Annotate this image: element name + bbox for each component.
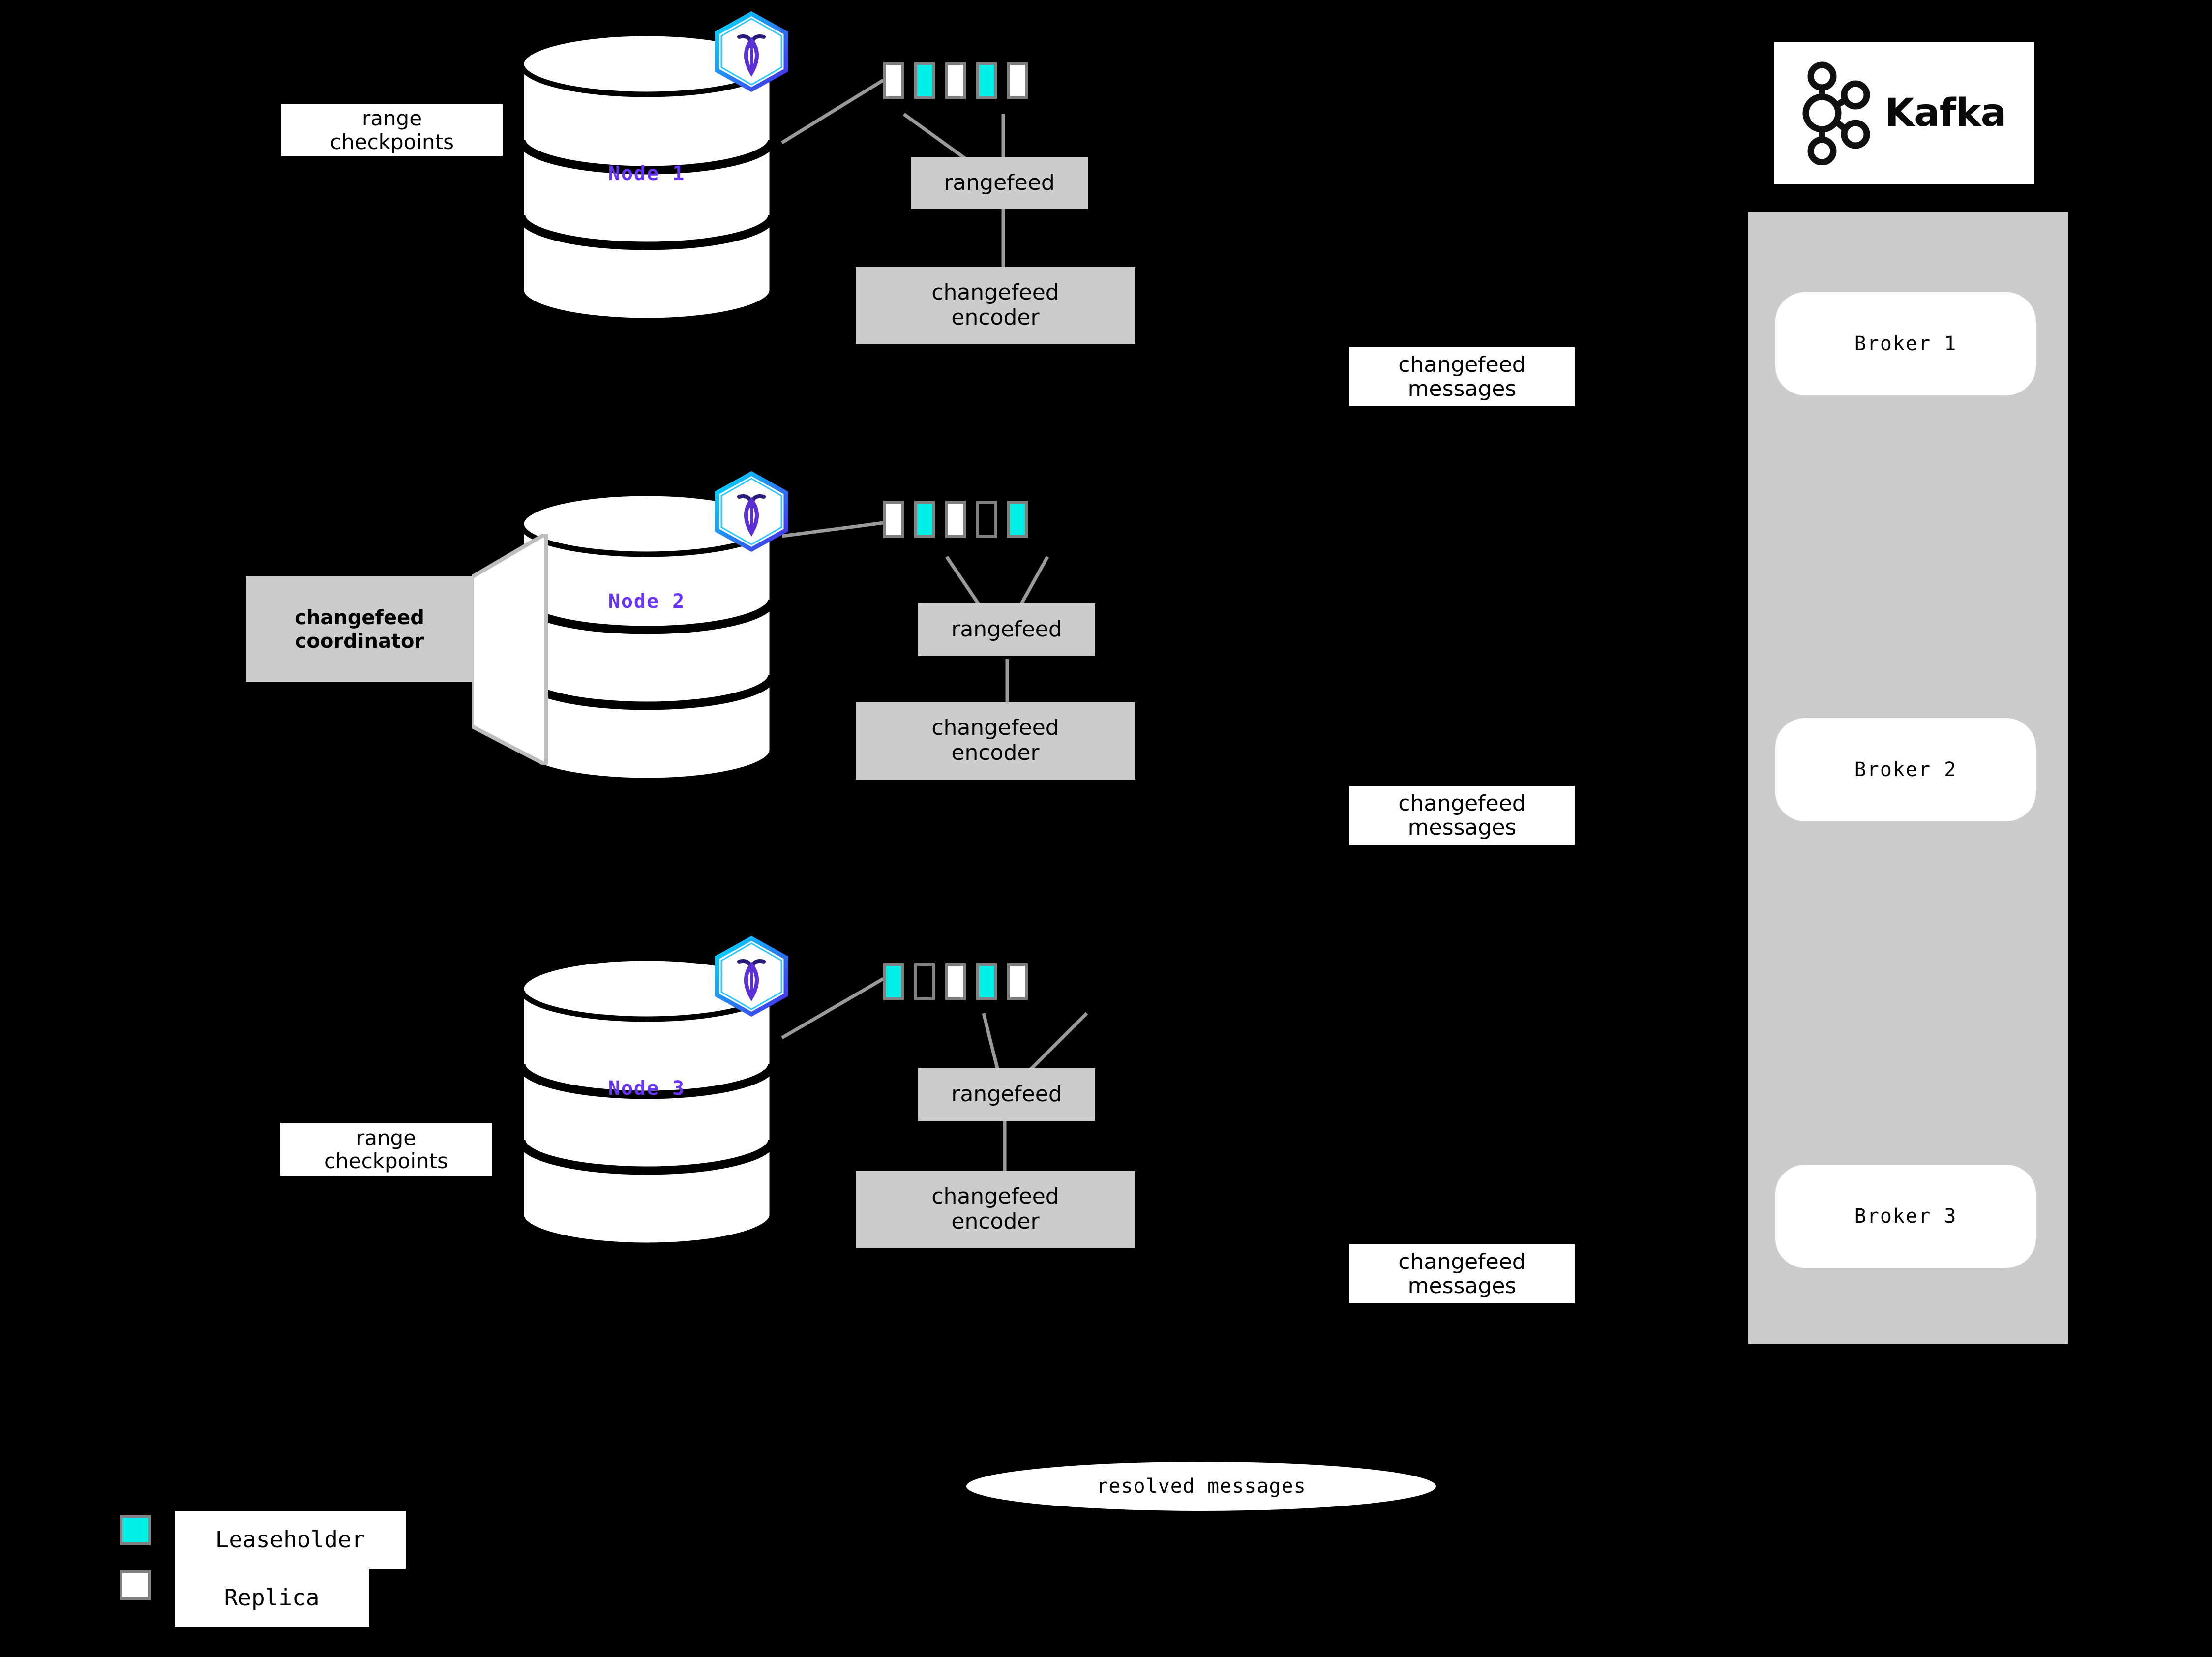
label-line-2: checkpoints [330,129,454,154]
label-line-1: range [356,1125,417,1150]
range-block[interactable] [883,62,904,99]
broker-label: Broker 1 [1854,332,1957,355]
cockroachdb-hexagon-icon [710,10,793,93]
node-2-label: Node 2 [608,590,686,613]
node-2-range-blocks [883,501,1028,538]
label-line-2: checkpoints [324,1149,448,1173]
cockroachdb-hexagon-icon [710,470,793,553]
node-2-cylinder: Node 2 [516,489,777,784]
encoder-label-line-1: changefeed [931,280,1059,305]
range-block[interactable] [1007,963,1028,1000]
broker-label: Broker 3 [1854,1205,1957,1228]
coordinator-label-line-2: coordinator [295,630,424,653]
node-2-changefeed-encoder-box[interactable]: changefeed encoder [856,702,1135,780]
rangefeed-label: rangefeed [951,617,1062,642]
resolved-messages-label: resolved messages [1096,1475,1306,1498]
legend-label-leaseholder: Leaseholder [175,1511,406,1569]
broker-2-box[interactable]: Broker 2 [1775,718,2036,821]
label-line-2: messages [1407,1273,1517,1298]
range-block[interactable] [976,501,997,538]
label-line-1: changefeed [1398,1249,1526,1274]
encoder-label-line-1: changefeed [931,715,1059,741]
broker-1-box[interactable]: Broker 1 [1775,292,2036,395]
label-line-2: messages [1407,815,1517,840]
legend-swatch-replica [120,1570,151,1600]
encoder-label-line-2: encoder [951,305,1040,330]
changefeed-coordinator-callout-flap [470,530,580,768]
broker-label: Broker 2 [1854,758,1957,781]
range-block[interactable] [883,501,904,538]
node-1-changefeed-encoder-box[interactable]: changefeed encoder [856,267,1135,344]
range-block[interactable] [976,963,997,1000]
range-block[interactable] [914,963,935,1000]
range-block[interactable] [945,963,966,1000]
coordinator-label-line-1: changefeed [295,606,424,629]
label-line-1: range [361,106,422,131]
changefeed-messages-label-2: changefeed messages [1349,786,1575,845]
legend-swatch-leaseholder [120,1515,151,1545]
range-block[interactable] [1007,501,1028,538]
node-3-range-checkpoints-label: range checkpoints [280,1123,492,1176]
node-1-range-checkpoints-label: range checkpoints [281,104,503,156]
changefeed-messages-label-3: changefeed messages [1349,1244,1575,1303]
node-1-range-blocks [883,62,1028,99]
range-block[interactable] [914,501,935,538]
changefeed-coordinator-box[interactable]: changefeed coordinator [246,576,473,682]
kafka-wordmark: Kafka [1884,91,2007,135]
rangefeed-label: rangefeed [944,170,1055,196]
broker-3-box[interactable]: Broker 3 [1775,1165,2036,1268]
node-3-cylinder: Node 3 [516,954,777,1249]
range-block[interactable] [976,62,997,99]
node-3-changefeed-encoder-box[interactable]: changefeed encoder [856,1171,1135,1248]
node-1-label: Node 1 [608,162,686,185]
rangefeed-label: rangefeed [951,1082,1062,1107]
range-block[interactable] [945,501,966,538]
legend-label-replica: Replica [175,1569,369,1627]
legend-text: Replica [224,1584,320,1611]
range-block[interactable] [914,62,935,99]
node-1-cylinder: Node 1 [516,30,777,325]
encoder-label-line-2: encoder [951,1209,1040,1234]
encoder-label-line-2: encoder [951,740,1040,765]
encoder-label-line-1: changefeed [931,1184,1059,1209]
legend-text: Leaseholder [215,1526,365,1553]
kafka-nodes-icon [1802,61,1876,166]
range-block[interactable] [1007,62,1028,99]
node-2-rangefeed-box[interactable]: rangefeed [918,603,1095,656]
resolved-messages-pill[interactable]: resolved messages [966,1462,1436,1511]
kafka-logo: Kafka [1774,42,2034,184]
range-block[interactable] [883,963,904,1000]
label-line-1: changefeed [1398,790,1526,816]
label-line-1: changefeed [1398,352,1526,377]
node-1-rangefeed-box[interactable]: rangefeed [911,157,1088,209]
cockroachdb-hexagon-icon [710,934,793,1018]
node-3-range-blocks [883,963,1028,1000]
node-3-rangefeed-box[interactable]: rangefeed [918,1068,1095,1121]
range-block[interactable] [945,62,966,99]
label-line-2: messages [1407,376,1517,401]
changefeed-messages-label-1: changefeed messages [1349,347,1575,406]
node-3-label: Node 3 [608,1077,686,1100]
